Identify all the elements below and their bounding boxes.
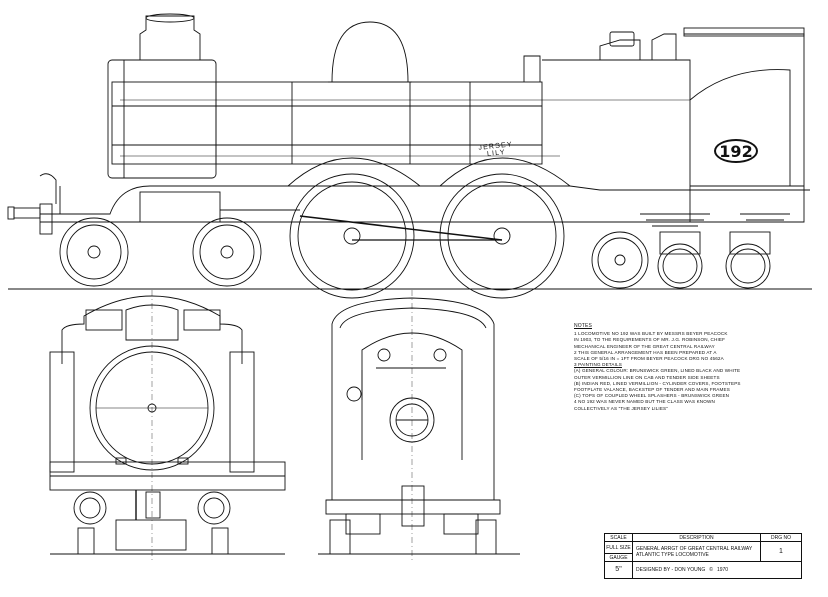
year-text: 1970 — [716, 567, 729, 573]
centre-lines — [151, 290, 413, 560]
description-label: DESCRIPTION — [633, 534, 761, 542]
rear-elevation — [318, 297, 520, 555]
note-line: IN 1903, TO THE REQUIREMENTS OF MR. J.G.… — [574, 337, 726, 343]
painting-heading: 3 PAINTING DETAILS — [574, 362, 622, 368]
painting-line: (a) GENERAL COLOUR: BRUNSWICK GREEN, LIN… — [574, 368, 741, 374]
note-line: SCALE OF 5/16 IN = 1FT FROM BEYER PEACOC… — [574, 356, 724, 362]
notes-panel: NOTES 1 LOCOMOTIVE No 192 WAS BUILT BY M… — [574, 323, 824, 412]
scale-value: FULL SIZE — [605, 542, 633, 554]
drg-label: DRG No — [761, 534, 801, 542]
gauge-value: 5" — [605, 562, 633, 578]
painting-line: COLLECTIVELY AS "THE JERSEY LILIES" — [574, 405, 669, 411]
painting-line: FOOTPLATE VALANCE, BACKSTEP OF TENDER AN… — [574, 387, 730, 393]
scale-label: SCALE — [605, 534, 633, 542]
gauge-label: GAUGE — [605, 554, 633, 562]
note-line: MECHANICAL ENGINEER OF THE GREAT CENTRAL… — [574, 343, 715, 349]
notes-heading: NOTES — [574, 323, 592, 329]
painting-line: 4 No 192 WAS NEVER NAMED BUT THE CLASS W… — [574, 399, 715, 405]
painting-line: (c) TOPS OF COUPLED WHEEL SPLASHERS - BR… — [574, 393, 730, 399]
description-text: GENERAL ARRGT OF GREAT CENTRAL RAILWAY A… — [633, 542, 761, 562]
painting-line: (b) INDIAN RED, LINED VERMILLION - CYLIN… — [574, 380, 741, 386]
note-line: 2 THIS GENERAL ARRANGEMENT HAS BEEN PREP… — [574, 349, 717, 355]
drg-value: 1 — [761, 542, 801, 562]
side-elevation — [7, 13, 812, 299]
designer-row: DESIGNED BY - DON YOUNG © 1970 — [633, 562, 801, 578]
designer-text: DESIGNED BY - DON YOUNG — [636, 567, 706, 573]
painting-line: OUTER VERMILLION LINE ON CAB AND TENDER … — [574, 374, 720, 380]
number-plate: 192 — [714, 139, 758, 163]
front-elevation — [49, 295, 286, 555]
note-line: 1 LOCOMOTIVE No 192 WAS BUILT BY MESSRS … — [574, 331, 728, 337]
copyright-symbol: © — [709, 567, 713, 573]
title-block: SCALE FULL SIZE GAUGE 5" DESCRIPTION GEN… — [604, 533, 802, 579]
